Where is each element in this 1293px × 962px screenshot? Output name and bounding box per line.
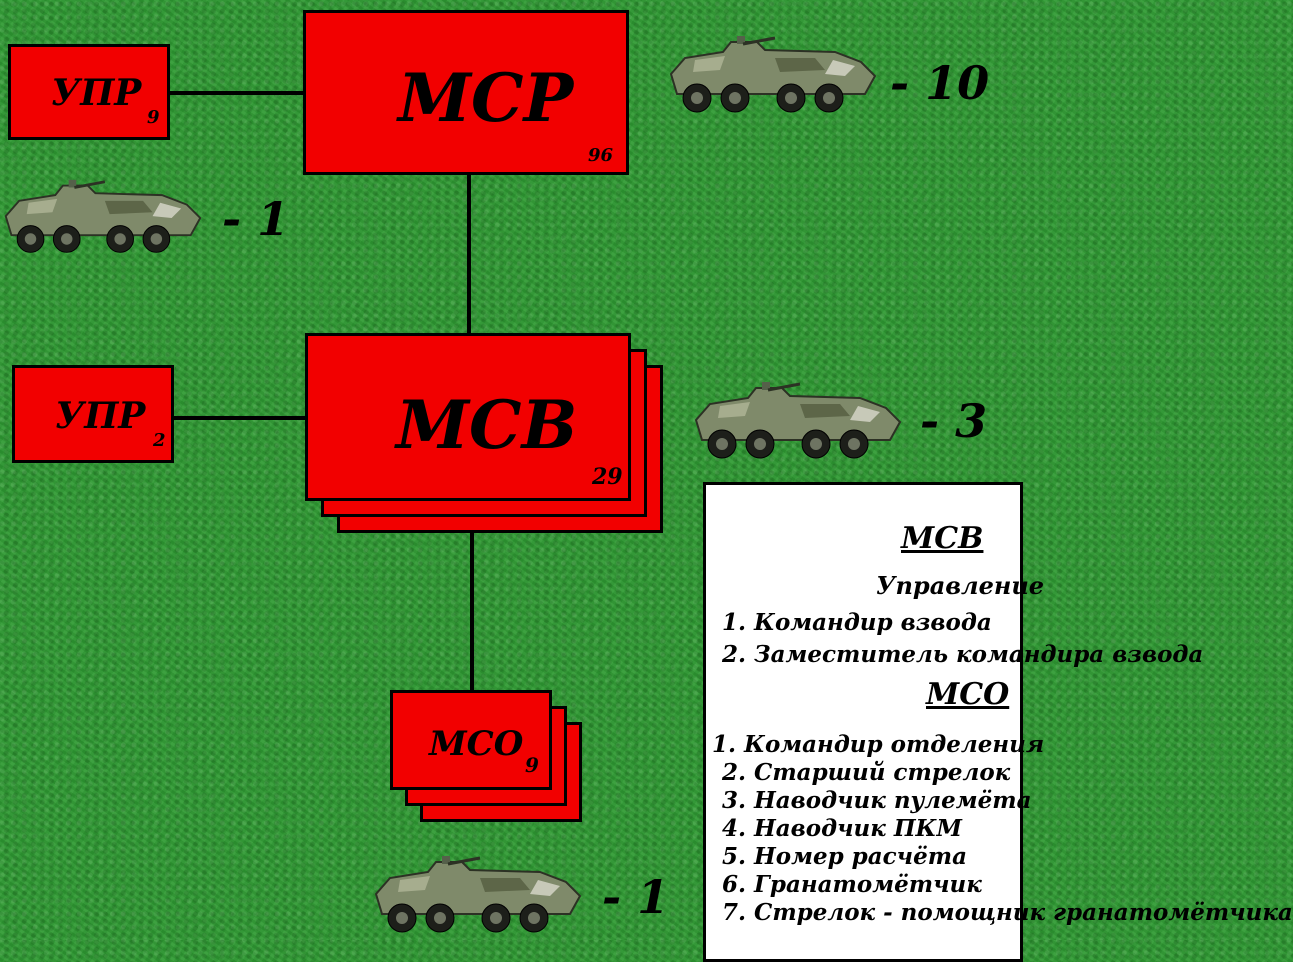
panel-title-squad: МСО (926, 677, 1010, 712)
squad-item: 1. Командир отделения (712, 731, 1045, 758)
mso-label: МСО (429, 724, 524, 764)
upr-company-count: 9 (147, 107, 160, 128)
btr-msv-icon (694, 380, 902, 460)
squad-item: 2. Старший стрелок (722, 759, 1011, 786)
msr-label: МСР (398, 59, 574, 137)
msv-label: МСВ (396, 386, 578, 464)
mso-count: 9 (525, 753, 539, 777)
connector-msr-msv (467, 172, 471, 334)
connector-upr-msr (168, 91, 306, 95)
msv-box: МСВ 29 (305, 333, 631, 501)
btr-mso-icon (374, 854, 582, 934)
upr-platoon-label: УПР (55, 395, 146, 437)
btr-msr-icon (669, 34, 877, 114)
squad-item: 4. Наводчик ПКМ (722, 815, 962, 842)
panel-control-heading: Управление (876, 571, 1045, 600)
connector-msv-mso (470, 528, 474, 694)
mso-vehicles-count: - 1 (602, 870, 670, 924)
msr-box: МСР 96 (303, 10, 629, 175)
mso-box: МСО 9 (390, 690, 552, 790)
squad-item: 7. Стрелок - помощник гранатомётчика (722, 899, 1293, 926)
msv-count: 29 (592, 464, 623, 490)
squad-item: 3. Наводчик пулемёта (722, 787, 1032, 814)
upr-platoon-count: 2 (153, 430, 166, 451)
control-item: 1. Командир взвода (722, 609, 992, 636)
msr-count: 96 (588, 145, 614, 166)
upr-vehicles-count: - 1 (222, 192, 290, 246)
connector-upr-msv (172, 416, 308, 420)
upr-platoon-box: УПР 2 (12, 365, 174, 463)
upr-company-box: УПР 9 (8, 44, 170, 140)
squad-item: 6. Гранатомётчик (722, 871, 982, 898)
panel-title-platoon: МСВ (901, 521, 984, 556)
squad-item: 5. Номер расчёта (722, 843, 967, 870)
upr-company-label: УПР (51, 72, 142, 114)
control-item: 2. Заместитель командира взвода (722, 641, 1204, 668)
msv-vehicles-count: - 3 (920, 394, 988, 448)
btr-upr-icon (4, 178, 202, 254)
msr-vehicles-count: - 10 (890, 56, 990, 110)
composition-panel: МСВ Управление 1. Командир взвода 2. Зам… (703, 482, 1293, 962)
